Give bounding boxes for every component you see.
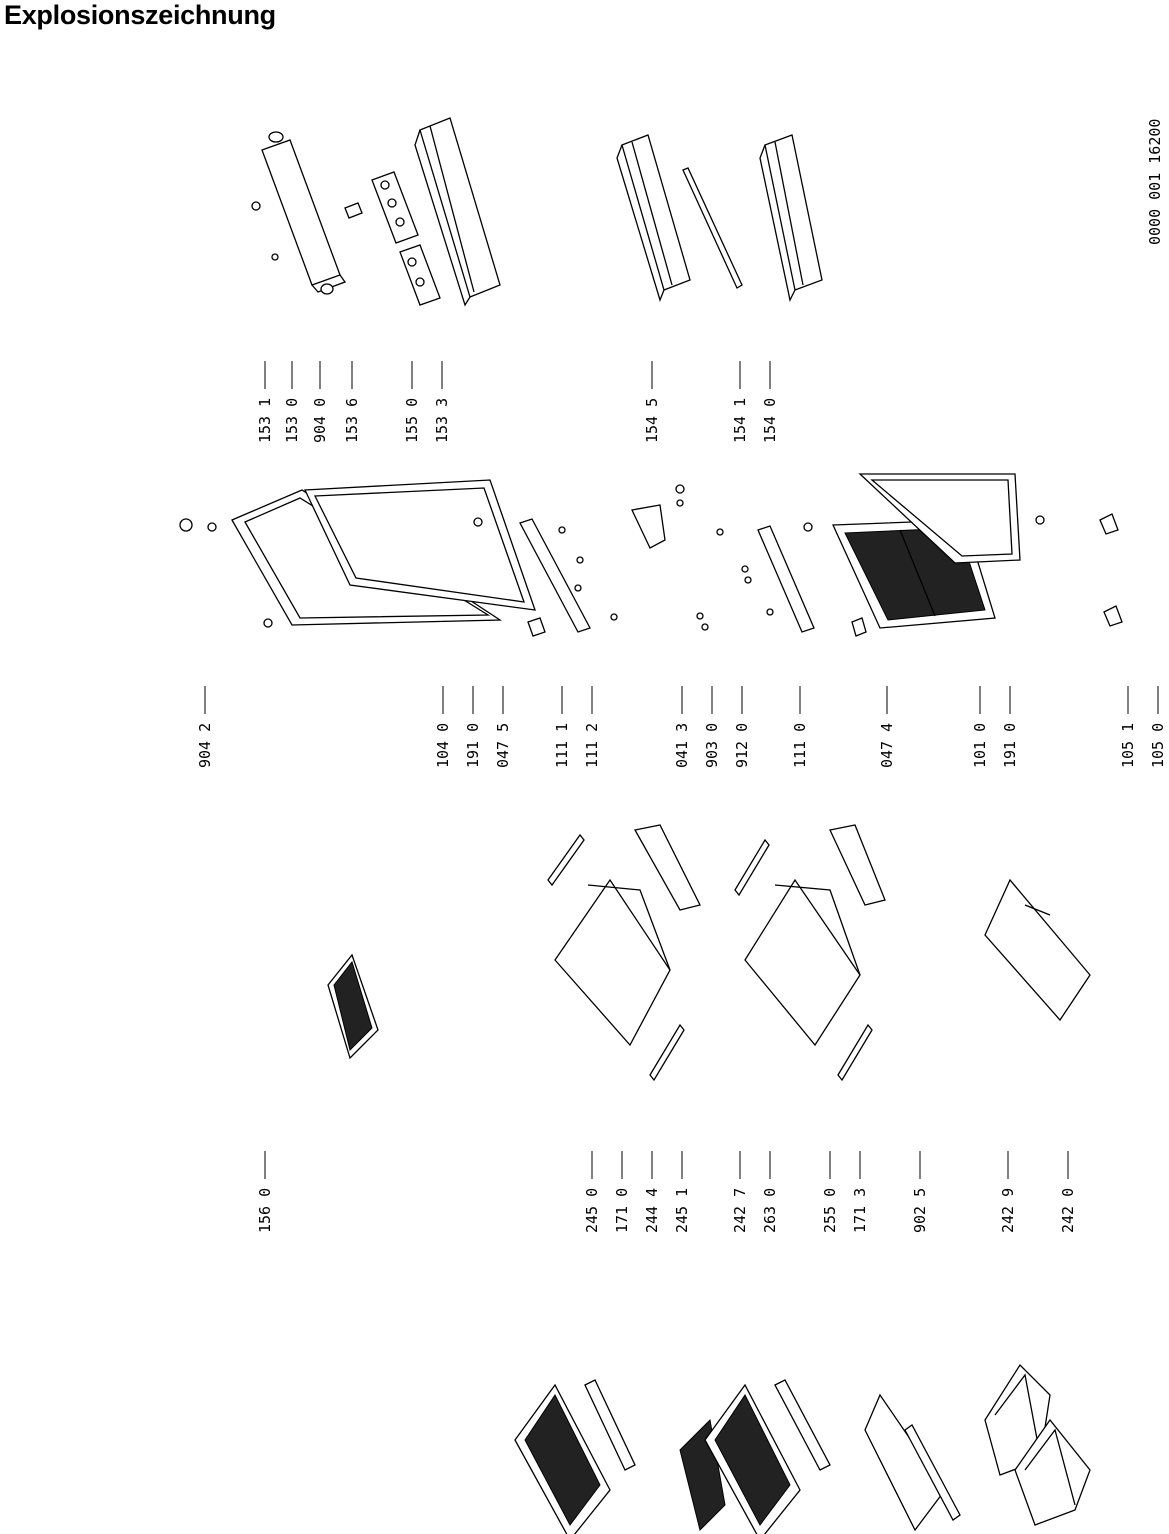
part-245-0 (514, 1379, 636, 1534)
part-111-0 (716, 525, 815, 633)
part-047-5 (527, 617, 546, 637)
leader-lines (204, 361, 1159, 1179)
part-label: 904 0 (311, 398, 329, 443)
part-label: 255 0 (821, 1188, 839, 1233)
part-label: 902 5 (911, 1188, 929, 1233)
part-label: 111 2 (583, 723, 601, 768)
part-153-0 (251, 131, 347, 295)
part-154-0 (759, 134, 823, 302)
part-label: 101 0 (971, 723, 989, 768)
part-label: 153 0 (283, 398, 301, 443)
part-label: 111 1 (553, 723, 571, 768)
part-155-0 (344, 171, 441, 306)
part-label: 104 0 (434, 723, 452, 768)
part-label: 242 9 (999, 1188, 1017, 1233)
part-label: 245 0 (583, 1188, 601, 1233)
part-111-1 (519, 518, 618, 633)
part-041-3 (631, 484, 709, 631)
part-label: 245 1 (673, 1188, 691, 1233)
part-label: 156 0 (256, 1188, 274, 1233)
part-label: 904 2 (196, 723, 214, 768)
part-label: 153 1 (256, 398, 274, 443)
part-label: 105 0 (1149, 723, 1167, 768)
part-label: 047 4 (878, 723, 896, 768)
part-154-1 (682, 167, 743, 289)
part-156-0 (327, 953, 379, 1060)
part-105 (1099, 513, 1123, 627)
part-191-0b (858, 473, 1045, 564)
part-label: 903 0 (703, 723, 721, 768)
part-label: 154 1 (731, 398, 749, 443)
part-242-9 (734, 824, 886, 1082)
part-label: 154 5 (643, 398, 661, 443)
part-label: 047 5 (494, 723, 512, 768)
part-label: 242 7 (731, 1188, 749, 1233)
part-242-0 (984, 878, 1091, 1022)
part-label: 153 3 (433, 398, 451, 443)
part-154-5 (616, 134, 691, 302)
part-label: 153 6 (343, 398, 361, 443)
part-label: 191 0 (464, 723, 482, 768)
part-drawings (179, 117, 1123, 1534)
part-label: 263 0 (761, 1188, 779, 1233)
part-label: 154 0 (761, 398, 779, 443)
part-255-0 (864, 1393, 961, 1532)
part-242-7 (547, 824, 701, 1082)
part-label: 244 4 (643, 1188, 661, 1233)
part-245-1 (704, 1379, 831, 1534)
part-104-0 (179, 479, 536, 628)
part-label: 171 3 (851, 1188, 869, 1233)
part-label: 105 1 (1119, 723, 1137, 768)
part-label: 912 0 (733, 723, 751, 768)
part-label: 041 3 (673, 723, 691, 768)
page-title: Explosionszeichnung (4, 0, 276, 30)
part-label: 111 0 (791, 723, 809, 768)
part-153-3 (414, 117, 501, 307)
part-242-boxes (984, 1363, 1091, 1526)
part-label: 191 0 (1001, 723, 1019, 768)
document-number: 0000 001 16200 (1146, 119, 1164, 245)
part-label: 155 0 (403, 398, 421, 443)
part-labels: 153 1 153 0 904 0 153 6 155 0 153 3 154 5 154 1… (196, 398, 1167, 1233)
part-label: 242 0 (1059, 1188, 1077, 1233)
part-label: 171 0 (613, 1188, 631, 1233)
